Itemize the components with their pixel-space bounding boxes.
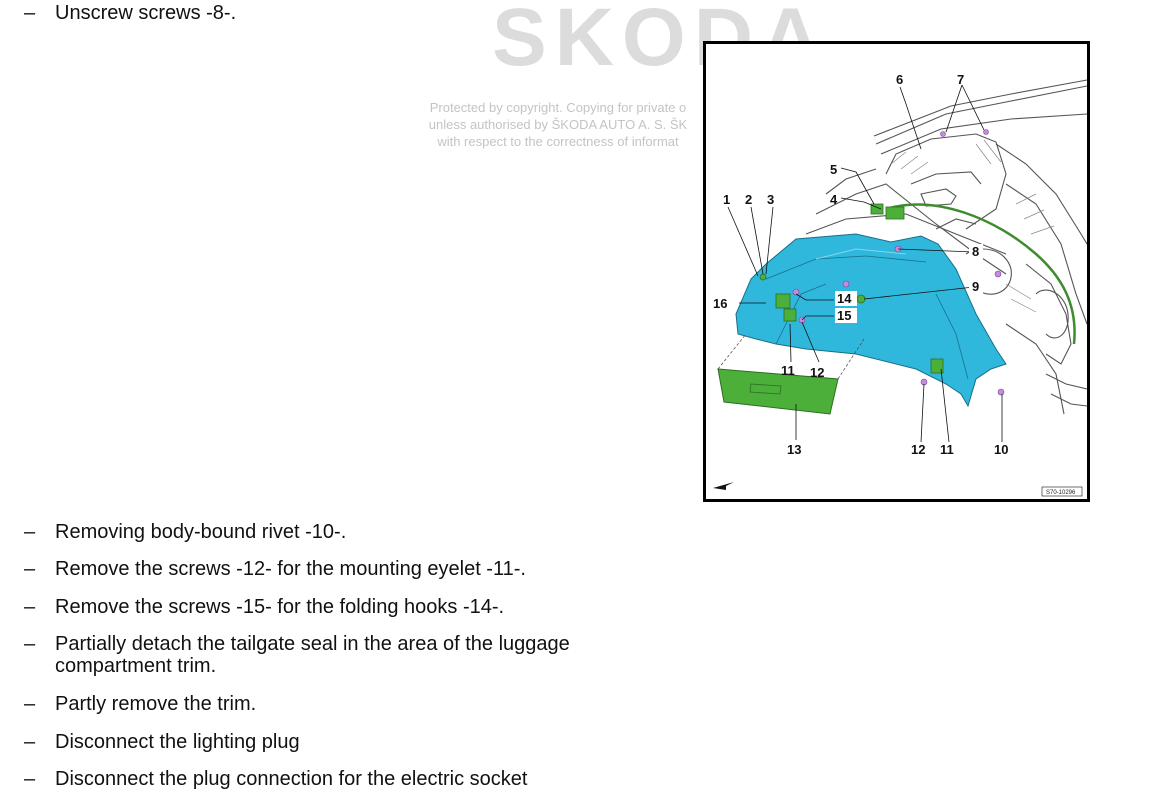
copyright-line: Protected by copyright. Copying for priv… (429, 100, 687, 115)
step-dash: – (24, 731, 36, 753)
step-dash: – (24, 558, 36, 580)
step-text: Disconnect the lighting plug (55, 731, 300, 753)
callout-13: 13 (787, 442, 801, 457)
step-text: Unscrew screws -8-. (55, 2, 237, 24)
step-text: Partly remove the trim. (55, 693, 257, 715)
callout-6: 6 (896, 72, 903, 87)
step-item: – Partly remove the trim. (24, 693, 655, 715)
callout-11: 11 (940, 442, 954, 457)
step-item: – Disconnect the lighting plug (24, 731, 655, 753)
step-text: Partially detach the tailgate seal in th… (55, 633, 570, 677)
callout-5: 5 (830, 162, 837, 177)
callout-12: 12 (911, 442, 925, 457)
leader-lines (727, 84, 1003, 443)
callout-10: 10 (994, 442, 1008, 457)
callout-9: 9 (972, 279, 979, 294)
car-body-outline (805, 79, 1087, 415)
step-text: Remove the screws -15- for the folding h… (55, 596, 505, 618)
exploded-view-diagram: 6 7 5 4 1 2 3 8 9 16 14 15 11 12 13 12 1… (713, 72, 1087, 497)
cable-harness (885, 203, 1076, 345)
step-dash: – (24, 633, 36, 655)
step-dash: – (24, 768, 36, 790)
step-dash: – (24, 693, 36, 715)
step-text: Removing body-bound rivet -10-. (55, 521, 347, 543)
direction-arrow-icon (713, 482, 734, 490)
step-item: – Removing body-bound rivet -10-. (24, 521, 655, 543)
copyright-notice: Protected by copyright. Copying for priv… (408, 99, 708, 150)
callout-2: 2 (745, 192, 752, 207)
copyright-line: with respect to the correctness of infor… (437, 134, 679, 149)
callout-8: 8 (972, 244, 979, 259)
callout-4: 4 (830, 192, 838, 207)
copyright-line: unless authorised by ŠKODA AUTO A. S. ŠK (428, 117, 688, 132)
callout-16: 16 (713, 296, 727, 311)
figure-code: S70-10296 (1046, 490, 1076, 496)
callout-7: 7 (957, 72, 964, 87)
callout-1: 1 (723, 192, 730, 207)
floor-cover-panel (717, 368, 839, 415)
callout-12: 12 (810, 365, 824, 380)
step-text: Remove the screws -12- for the mounting … (55, 558, 526, 580)
figure-frame: 6 7 5 4 1 2 3 8 9 16 14 15 11 12 13 12 1… (703, 41, 1090, 502)
green-parts (759, 203, 944, 374)
step-item: – Unscrew screws -8-. (24, 2, 655, 24)
step-item: – Remove the screws -15- for the folding… (24, 596, 655, 618)
step-dash: – (24, 521, 36, 543)
callout-11: 11 (781, 363, 795, 378)
callout-14: 14 (837, 291, 852, 306)
step-dash: – (24, 2, 36, 24)
step-item: – Partially detach the tailgate seal in … (24, 633, 645, 677)
step-item: – Disconnect the plug connection for the… (24, 768, 655, 790)
step-text: Disconnect the plug connection for the e… (55, 768, 528, 790)
callout-3: 3 (767, 192, 774, 207)
step-dash: – (24, 596, 36, 618)
step-item: – Remove the screws -12- for the mountin… (24, 558, 655, 580)
callout-15: 15 (837, 308, 851, 323)
